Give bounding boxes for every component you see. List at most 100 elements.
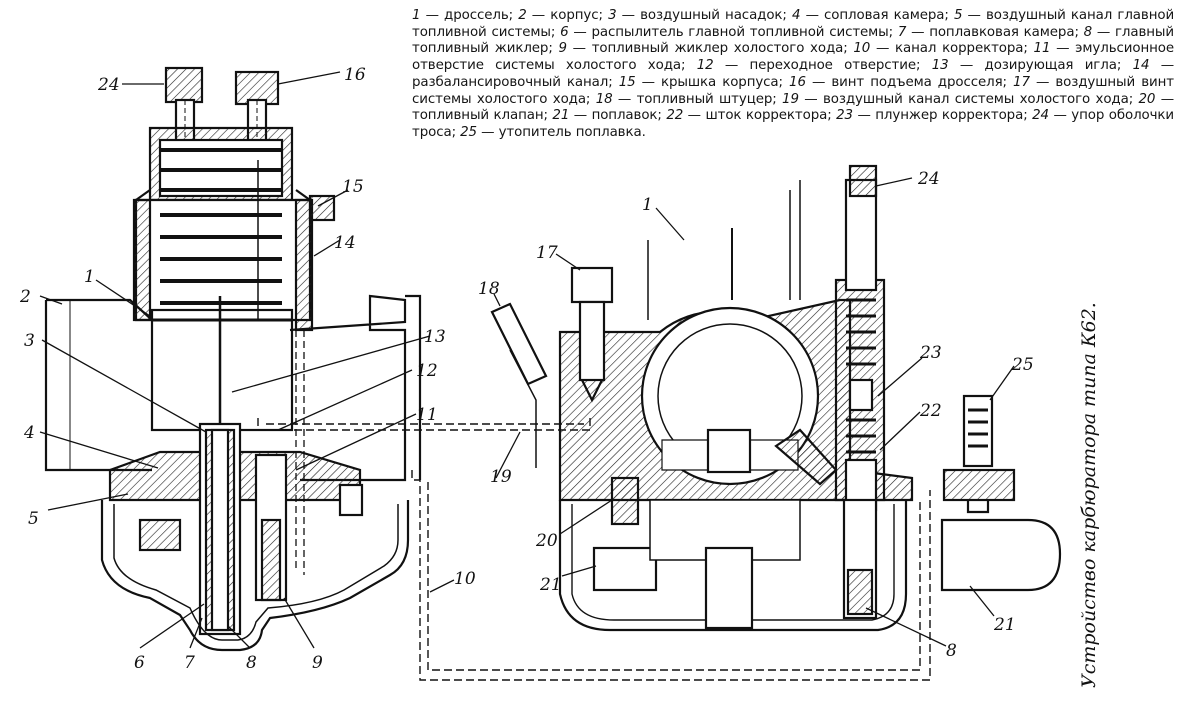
legend-entry: 5 — воздушный канал главной топливной си… xyxy=(412,8,1175,40)
callout-labels: 24 16 15 14 2 1 3 13 12 11 4 5 6 7 8 9 1… xyxy=(19,65,1034,673)
legend-number: 21 xyxy=(552,108,570,124)
fuel-valve xyxy=(610,476,640,526)
legend-entry: 19 — воздушный канал системы холостого х… xyxy=(782,91,1139,107)
legend-entry: 11 — эмульсионное отверстие системы холо… xyxy=(412,41,1174,74)
callout-9: 9 xyxy=(312,653,323,673)
legend-number: 9 xyxy=(558,41,567,57)
callout-5: 5 xyxy=(28,509,39,529)
legend-text: дроссель xyxy=(444,8,509,23)
callout-7: 7 xyxy=(184,653,195,673)
callout-4: 4 xyxy=(23,423,35,443)
legend-text: упор оболочки троса xyxy=(412,108,1175,140)
legend-entry: 18 — топливный штуцер; xyxy=(595,91,783,107)
legend: 1 — дроссель; 2 — корпус; 3 — воздушный … xyxy=(412,8,1174,142)
legend-number: 14 xyxy=(1132,58,1150,74)
float-tickler xyxy=(962,394,994,468)
throttle-valve xyxy=(150,308,294,432)
legend-entry: 20 — топливный клапан; xyxy=(412,91,1174,124)
throttle-screw-cap xyxy=(234,70,280,106)
legend-text: топливный штуцер xyxy=(636,91,773,107)
callout-21b: 21 xyxy=(993,615,1016,635)
legend-text: канал корректора xyxy=(895,41,1024,57)
legend-entry: 1 — дроссель; xyxy=(412,8,519,23)
legend-text: поплавковая камера xyxy=(929,24,1075,40)
legend-number: 15 xyxy=(618,74,636,90)
callout-11: 11 xyxy=(416,405,438,425)
callout-25: 25 xyxy=(1011,355,1034,375)
legend-number: 19 xyxy=(782,91,799,107)
legend-text: крышка корпуса xyxy=(661,74,779,90)
callout-23: 23 xyxy=(919,343,942,363)
legend-entry: 24 — упор оболочки троса; xyxy=(412,108,1175,140)
float-center xyxy=(592,546,658,592)
legend-text: главный топливный жиклер xyxy=(412,24,1175,57)
legend-text: корпус xyxy=(550,8,599,23)
callout-24: 24 xyxy=(97,75,120,95)
legend-entry: 12 — переходное отверстие; xyxy=(696,58,932,74)
legend-entry: 8 — главный топливный жиклер; xyxy=(412,24,1175,57)
callout-12: 12 xyxy=(416,361,438,381)
legend-number: 12 xyxy=(696,58,714,74)
callout-leaders xyxy=(39,71,1015,649)
legend-number: 17 xyxy=(1013,74,1030,90)
legend-number: 6 xyxy=(560,24,569,40)
legend-number: 10 xyxy=(853,41,871,57)
legend-number: 22 xyxy=(666,108,684,124)
left-section-view xyxy=(44,66,931,681)
legend-entry: 16 — винт подъема дросселя; xyxy=(789,74,1014,90)
throttle-spring xyxy=(160,148,282,305)
legend-entry: 22 — шток корректора; xyxy=(666,108,837,124)
callout-17: 17 xyxy=(536,243,558,263)
legend-text: воздушный канал главной топливной систем… xyxy=(412,8,1175,40)
legend-entry: 15 — крышка корпуса; xyxy=(618,74,790,90)
legend-number: 23 xyxy=(836,108,853,124)
float-detail xyxy=(940,518,1062,592)
figure-caption: Устройство карбюратора типа К62. xyxy=(1078,302,1100,688)
callout-3: 3 xyxy=(24,331,35,351)
callout-6: 6 xyxy=(134,653,145,673)
body-outlet xyxy=(44,298,153,472)
legend-entry: 9 — топливный жиклер холостого хода; xyxy=(558,41,854,57)
corrector-channel xyxy=(411,470,931,681)
legend-entry: 6 — распылитель главной топливной систем… xyxy=(560,24,898,40)
legend-entry: 14 — разбалансировочный канал; xyxy=(412,58,1175,90)
legend-text: плунжер корректора xyxy=(875,108,1024,124)
legend-entry: 13 — дозирующая игла; xyxy=(931,58,1133,74)
legend-text: поплавок xyxy=(591,108,658,124)
legend-number: 4 xyxy=(792,8,801,23)
legend-entry: 3 — воздушный насадок; xyxy=(608,8,792,23)
legend-number: 7 xyxy=(897,24,907,40)
legend-entry: 23 — плунжер корректора; xyxy=(836,108,1033,124)
callout-8: 8 xyxy=(246,653,257,673)
cable-stop-cap xyxy=(164,66,204,104)
legend-text: воздушный канал системы холостого хода xyxy=(822,91,1129,107)
legend-entry: 25 — утопитель поплавка. xyxy=(460,124,646,140)
legend-text: эмульсионное отверстие системы холостого… xyxy=(412,41,1174,74)
callout-14: 14 xyxy=(334,233,356,253)
legend-number: 24 xyxy=(1032,108,1049,124)
legend-entry: 10 — канал корректора; xyxy=(853,41,1034,57)
legend-number: 13 xyxy=(931,58,949,74)
legend-number: 5 xyxy=(953,8,963,23)
legend-text: дозирующая игла xyxy=(984,58,1117,74)
legend-number: 2 xyxy=(518,8,527,23)
legend-entry: 17 — воздушный винт системы холостого хо… xyxy=(412,74,1174,107)
legend-text: разбалансировочный канал xyxy=(412,74,609,90)
fuel-fitting xyxy=(490,302,548,386)
legend-number: 11 xyxy=(1033,41,1051,57)
callout-16: 16 xyxy=(344,65,366,85)
callout-18: 18 xyxy=(478,279,500,299)
idle-air-screw xyxy=(570,266,614,304)
legend-text: топливный жиклер холостого хода xyxy=(591,41,844,57)
float-chamber xyxy=(100,500,410,652)
legend-number: 25 xyxy=(460,124,477,140)
legend-text: винт подъема дросселя xyxy=(831,74,1003,90)
callout-24b: 24 xyxy=(917,169,940,189)
center-section-view xyxy=(490,164,914,632)
callout-2: 2 xyxy=(19,287,31,307)
legend-text: воздушный насадок xyxy=(640,8,783,23)
legend-number: 8 xyxy=(1083,24,1093,40)
callout-1: 1 xyxy=(84,267,95,287)
legend-number: 20 xyxy=(1138,91,1156,107)
legend-text: утопитель поплавка xyxy=(498,124,642,140)
